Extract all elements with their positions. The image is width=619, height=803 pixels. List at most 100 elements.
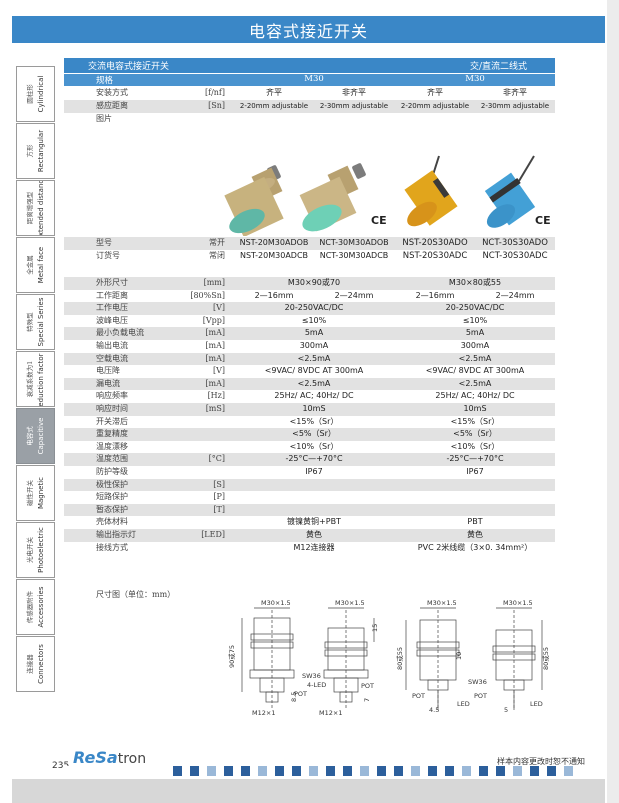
cell-value: IP67 — [305, 467, 323, 476]
row-unit: [Hz] — [207, 391, 225, 401]
row-unit: [V] — [212, 366, 225, 376]
row-unit: [Vpp] — [202, 315, 225, 325]
table-row: 漏电流[mA]<2.5mA<2.5mA — [64, 377, 555, 392]
cell-value: NCT-30S30ADO — [482, 238, 548, 248]
ce-mark-right: CE — [535, 214, 551, 227]
page-title-bar: 电容式接近开关 — [12, 16, 605, 43]
cell-value: 5mA — [304, 328, 324, 338]
cell-value: NST-20S30ADC — [402, 251, 468, 261]
stripe-cell — [224, 766, 233, 776]
sensor-image-1 — [224, 165, 284, 238]
cell-value: <2.5mA — [458, 378, 492, 388]
side-tab-en: Reduction factor 1 — [36, 351, 45, 407]
cell-value: NCT-30M30ADCB — [319, 251, 389, 260]
table-row: 感应距离 [Sn] 2-20mm adjustable 2-30mm adjus… — [64, 100, 555, 114]
stripe-cell — [292, 766, 301, 776]
side-tab-en: Accessories — [36, 586, 45, 628]
footer-stripe — [63, 766, 590, 776]
side-tab-cn: 距离增强型 — [25, 191, 34, 225]
side-tab-cn: 传感器附件 — [25, 590, 34, 624]
dim-pot-2: POT — [361, 682, 374, 690]
row-unit: [mA] — [205, 341, 225, 350]
side-tab-cn: 磁性开关 — [25, 480, 34, 506]
table-row: 波峰电压[Vpp]≤10%≤10% — [64, 314, 555, 329]
brand-main: ReSa — [73, 748, 118, 767]
row-unit: [°C] — [208, 454, 225, 464]
row-label: 重复精度 — [96, 429, 128, 439]
cell-value: <2.5mA — [458, 353, 492, 363]
row-label: 电压降 — [96, 366, 120, 376]
dim-m30-4: M30×1.5 — [503, 599, 533, 607]
cell-value: <5%（Sr） — [453, 429, 497, 439]
cell-value: <5%（Sr） — [292, 429, 336, 439]
spacer — [64, 264, 555, 276]
row-label: 安装方式 — [96, 88, 128, 97]
row-label: 感应距离 — [96, 101, 128, 110]
cell-value: 300mA — [460, 341, 490, 350]
dim-m30-1: M30×1.5 — [261, 599, 291, 607]
page-number: 235 — [52, 761, 70, 771]
dim-m30-3: M30×1.5 — [427, 599, 457, 607]
cell-value — [234, 491, 394, 504]
stripe-cell — [462, 766, 471, 776]
table-row: 暂态保护[T] — [64, 503, 555, 518]
table-row: 电压降[V]<9VAC/ 8VDC AT 300mA<9VAC/ 8VDC AT… — [64, 365, 555, 379]
side-tab-cn: 电容式 — [25, 426, 34, 446]
row-unit: [Sn] — [208, 101, 225, 110]
stripe-cell — [207, 766, 216, 776]
row-label: 暂态保护 — [96, 504, 128, 514]
cell-value: <10%（Sr） — [289, 441, 339, 451]
cell-value: ≤10% — [462, 315, 488, 325]
cell-value: 25Hz/ AC; 40Hz/ DC — [274, 391, 354, 401]
cell-value: -25°C—+70°C — [446, 454, 504, 464]
cell-value: <15%（Sr） — [450, 416, 500, 426]
sensor-image-3 — [404, 155, 458, 227]
dim-7: 7 — [363, 698, 371, 702]
table-row: 温度漂移<10%（Sr）<10%（Sr） — [64, 440, 555, 455]
right-margin-strip — [607, 0, 619, 803]
cell-value: IP67 — [466, 467, 484, 476]
cell-value: 非齐平 — [503, 88, 527, 97]
dim-len-90: 90或75 — [227, 645, 236, 668]
cell-value: 2-20mm adjustable — [400, 102, 470, 110]
side-tab-cn: 方形 — [25, 144, 34, 158]
cell-value: 300mA — [299, 341, 329, 350]
side-tab-en: Cylindrical — [36, 75, 45, 113]
row-label: 图片 — [96, 114, 112, 123]
dim-len-80-2: 80或55 — [541, 647, 550, 670]
cell-value: <9VAC/ 8VDC AT 300mA — [425, 366, 525, 376]
cell-value: 2—24mm — [334, 290, 374, 300]
row-label: 短路保护 — [96, 492, 128, 502]
cell-value: 10mS — [302, 404, 326, 413]
row-label: 波峰电压 — [96, 315, 128, 325]
side-tab-cn: 全金属 — [25, 255, 34, 275]
dim-m30-2: M30×1.5 — [335, 599, 365, 607]
row-label: 工作电压 — [96, 303, 128, 313]
cell-value — [234, 504, 394, 517]
stripe-cell — [411, 766, 420, 776]
ce-mark-left: CE — [371, 214, 387, 227]
stripe-cell — [394, 766, 403, 776]
row-unit: [S] — [213, 479, 225, 489]
cell-value: <2.5mA — [297, 353, 331, 363]
dim-5: 5 — [504, 706, 508, 714]
product-picture-area: CE CE — [64, 126, 555, 238]
table-row: 极性保护[S] — [64, 478, 555, 493]
spec-header-row: 规格 M30 M30 — [64, 74, 555, 86]
dim-m12-2: M12×1 — [319, 709, 342, 717]
row-label: 输出电流 — [96, 341, 128, 350]
